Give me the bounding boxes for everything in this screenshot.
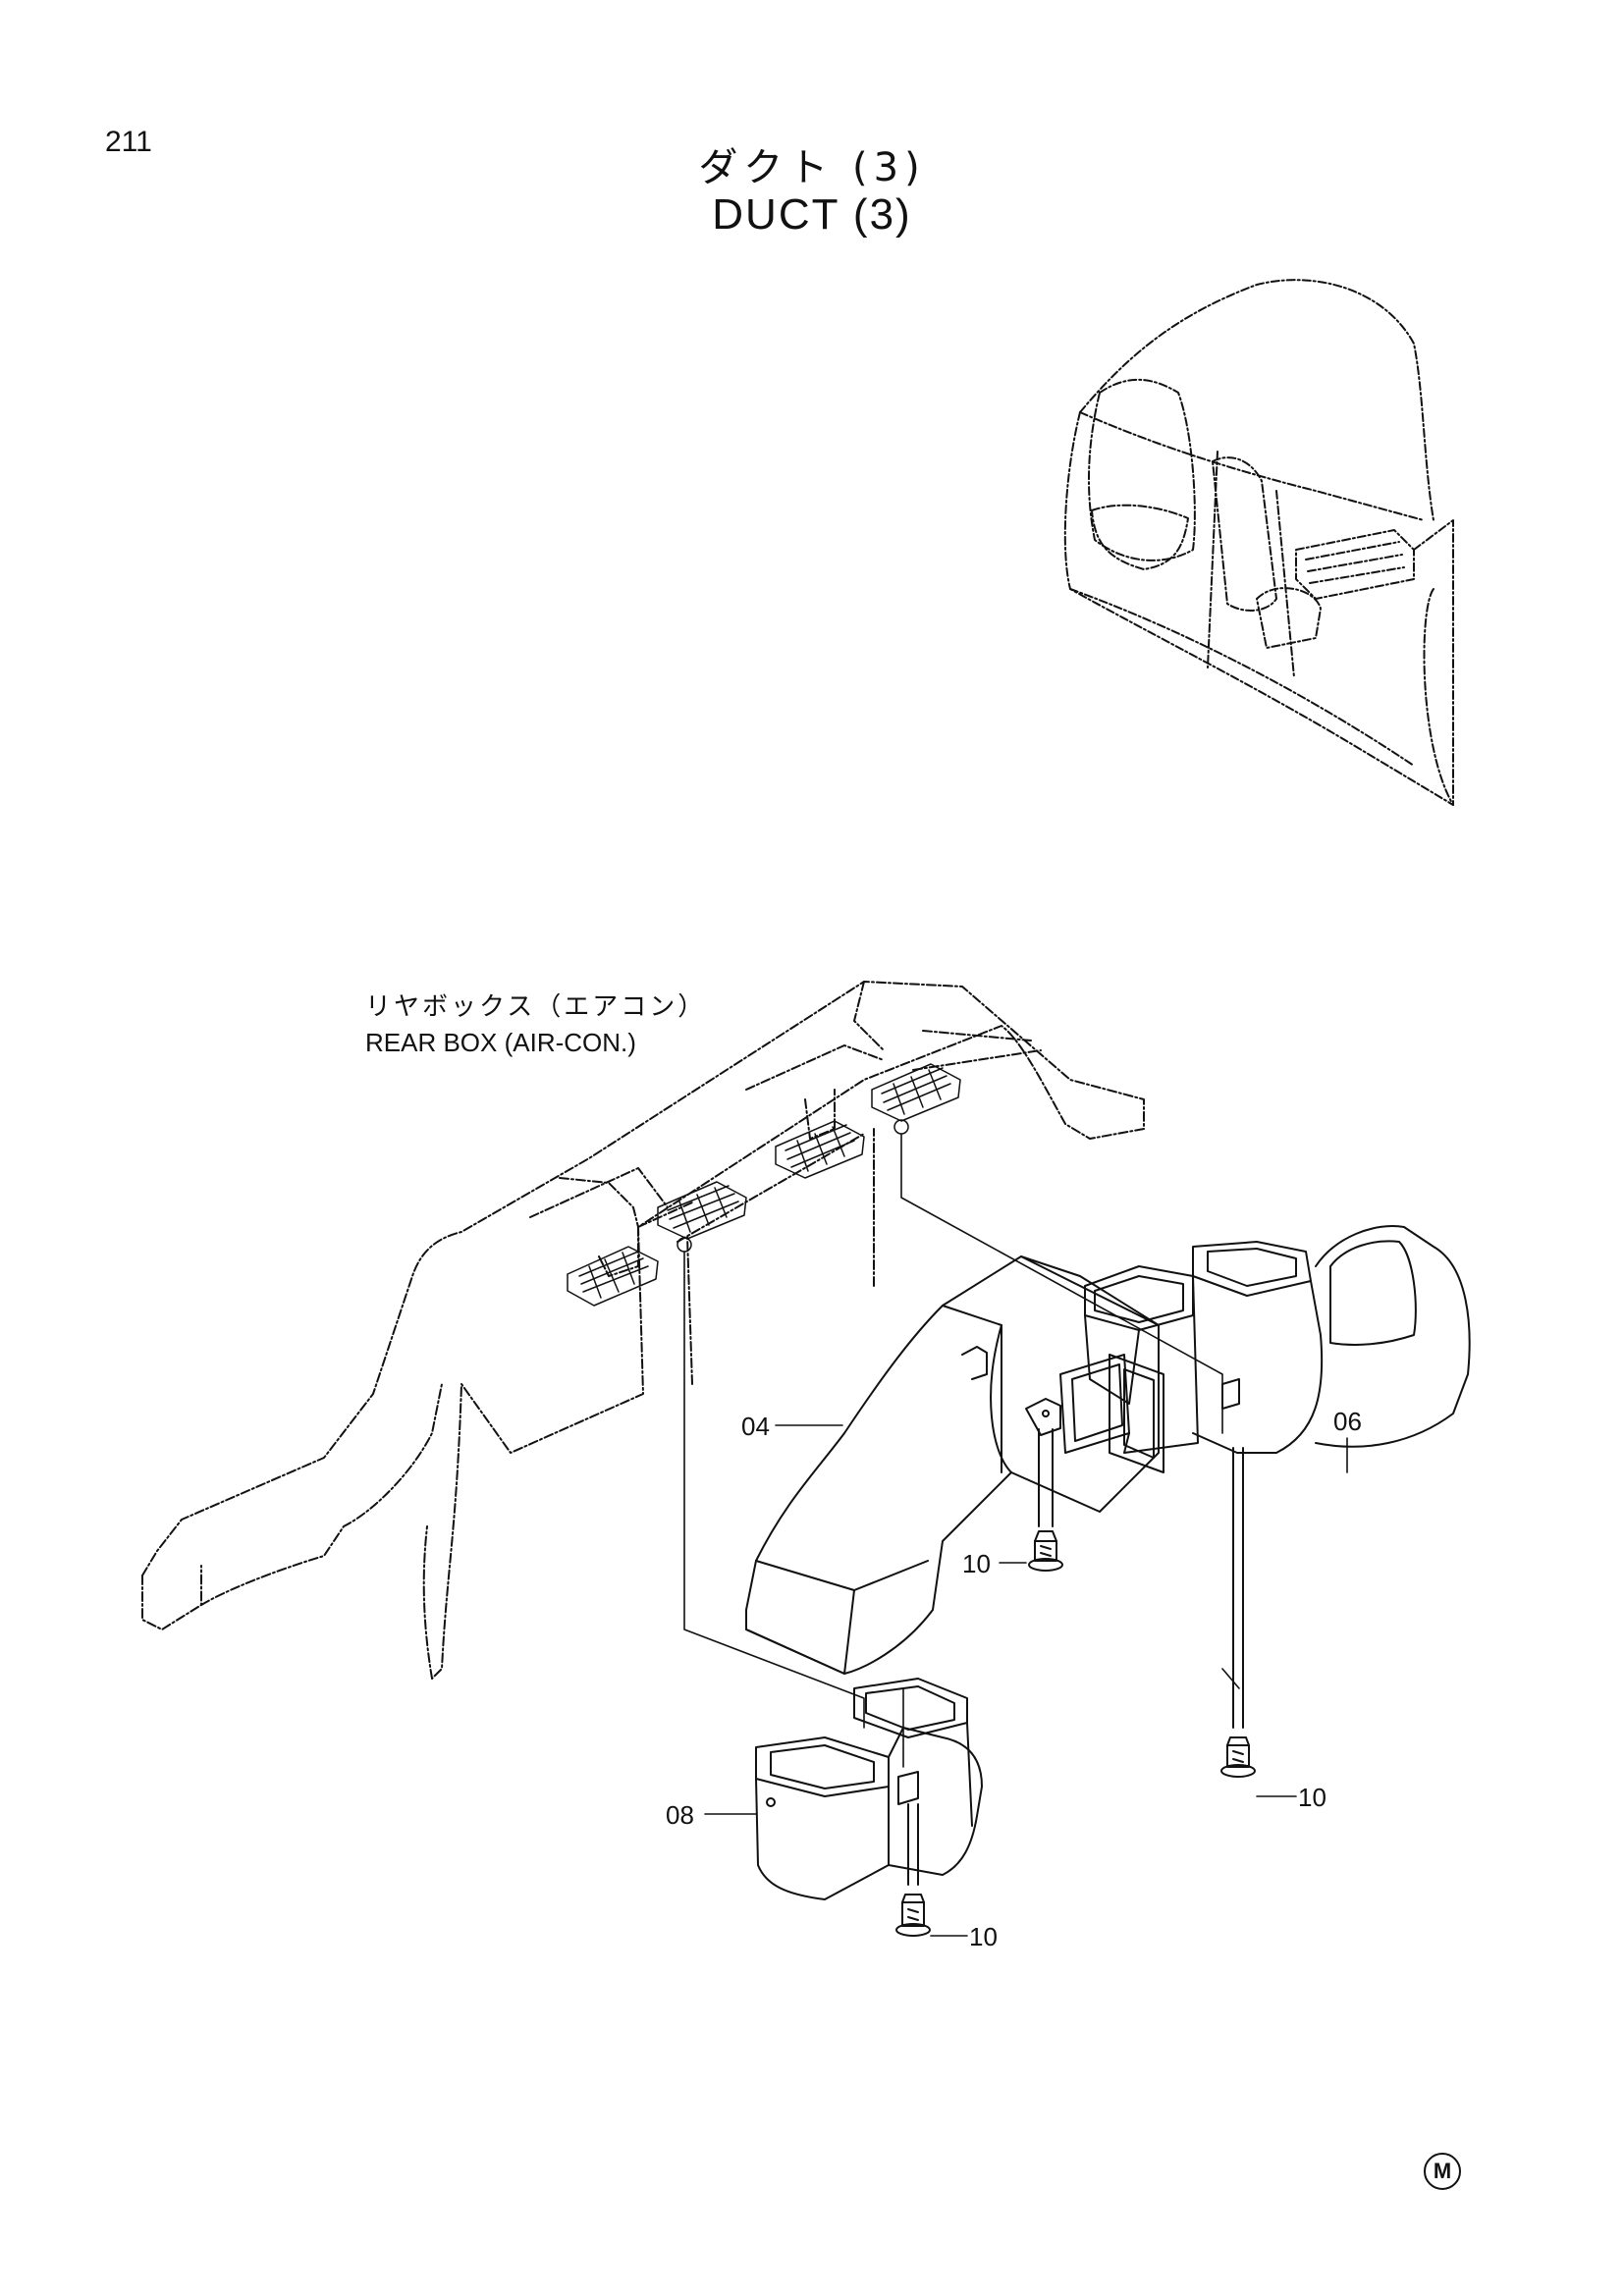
callout-10-right: 10 xyxy=(1298,1783,1326,1812)
bolt-lower xyxy=(895,1803,931,1937)
part-08-duct xyxy=(755,1678,983,1900)
callout-10-upper: 10 xyxy=(962,1549,991,1578)
callout-leaders xyxy=(704,1424,1348,1937)
cab-inset-illustration xyxy=(1063,279,1454,806)
page-title-en: DUCT (3) xyxy=(712,190,912,239)
vent-grilles xyxy=(567,1063,961,1307)
part-10-bolts xyxy=(895,1428,1256,1937)
bolt-right xyxy=(1220,1447,1256,1778)
part-04-duct xyxy=(745,1255,1164,1675)
reference-lines xyxy=(683,1133,1240,1768)
rear-box-label-jp: リヤボックス（エアコン） xyxy=(365,992,707,1022)
page-title-jp: ダクト (3) xyxy=(698,145,926,190)
page-number: 211 xyxy=(105,126,152,158)
rear-box-label-en: REAR BOX (AIR-CON.) xyxy=(365,1028,636,1057)
callout-04: 04 xyxy=(741,1412,770,1441)
corner-mark: M xyxy=(1424,2153,1461,2190)
bolt-upper xyxy=(1028,1428,1063,1572)
callout-10-lower: 10 xyxy=(969,1922,998,1951)
part-06-duct xyxy=(1059,1225,1471,1454)
rear-box-air-con xyxy=(141,981,1145,1680)
callout-06: 06 xyxy=(1333,1407,1362,1436)
callout-08: 08 xyxy=(666,1800,694,1830)
